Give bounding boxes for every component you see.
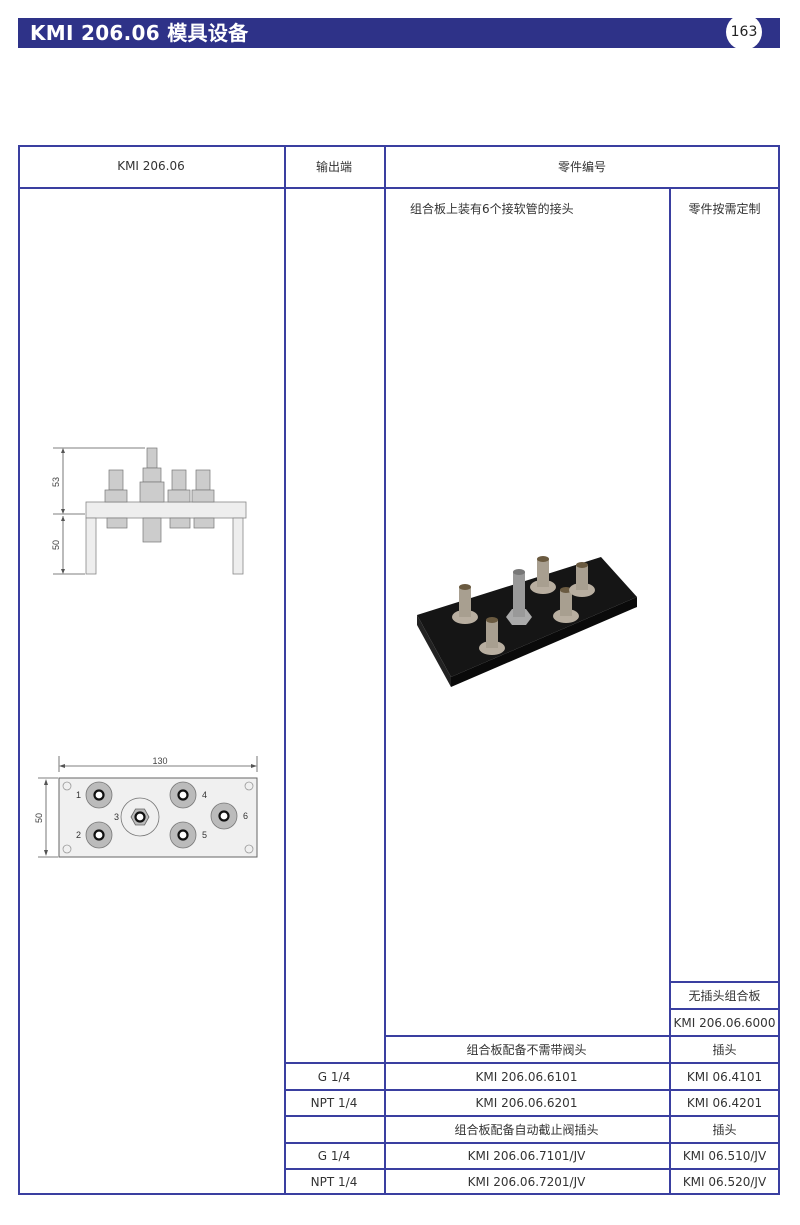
table-border-left [18, 145, 20, 1195]
svg-text:130: 130 [152, 756, 167, 766]
svg-text:3: 3 [114, 812, 119, 822]
svg-text:5: 5 [202, 830, 207, 840]
row-line [669, 981, 780, 983]
page-title: KMI 206.06 模具设备 [30, 21, 249, 45]
table-row-output: G 1/4 [317, 1149, 351, 1163]
header-row-divider [18, 187, 780, 189]
row-line [284, 1142, 780, 1144]
svg-text:2: 2 [76, 830, 81, 840]
svg-text:6: 6 [243, 811, 248, 821]
plate-without-plugs-part: KMI 206.06.6000 [673, 1015, 776, 1030]
page-number-badge: 163 [726, 14, 762, 50]
table-row-part: KMI 206.06.6101 [475, 1069, 578, 1084]
table-row-part: KMI 206.06.7201/JV [467, 1174, 586, 1189]
table-row-output: G 1/4 [317, 1069, 351, 1084]
table-row-plug: KMI 06.520/JV [682, 1174, 767, 1189]
table-row-part: KMI 206.06.7101/JV [467, 1149, 586, 1163]
section-no-valve-label: 组合板配备不需带阀头 [466, 1043, 587, 1057]
connector-5 [553, 587, 579, 623]
connector-6 [569, 562, 595, 597]
subheader-custom-parts: 零件按需定制 [688, 201, 761, 216]
plate-without-plugs-label: 无插头组合板 [688, 989, 761, 1003]
col-divider-1 [284, 145, 286, 1195]
col-header-model: KMI 206.06 [117, 159, 185, 173]
svg-text:50: 50 [51, 540, 61, 550]
connector-4 [530, 556, 556, 594]
row-line [384, 1035, 780, 1037]
row-line [284, 1089, 780, 1091]
connector-2 [479, 617, 505, 655]
connector-1 [452, 584, 478, 624]
svg-text:1: 1 [76, 790, 81, 800]
table-border-bottom [18, 1193, 780, 1195]
col-divider-3 [669, 187, 671, 1195]
table-border-top [18, 145, 780, 147]
table-row-output: NPT 1/4 [310, 1174, 358, 1189]
svg-text:53: 53 [51, 477, 61, 487]
section-no-valve-plug-label: 插头 [712, 1043, 737, 1057]
table-row-output: NPT 1/4 [310, 1096, 358, 1110]
col-header-part-number: 零件编号 [557, 159, 606, 174]
table-row-plug: KMI 06.4201 [686, 1096, 763, 1110]
col-divider-2 [384, 145, 386, 1195]
row-line [669, 1008, 780, 1010]
table-border-right [778, 145, 780, 1195]
table-row-plug: KMI 06.510/JV [682, 1149, 767, 1163]
connector-center [506, 569, 532, 625]
top-view-drawing: 130 50 1 2 3 4 5 6 [34, 756, 258, 858]
header-bar: KMI 206.06 模具设备 [18, 18, 780, 48]
product-photo [417, 556, 637, 687]
col-header-output: 输出端 [315, 159, 352, 174]
subheader-hose-connectors: 组合板上装有6个接软管的接头 [410, 201, 574, 216]
section-auto-shutoff-label: 组合板配备自动截止阀插头 [454, 1123, 599, 1137]
table-row-part: KMI 206.06.6201 [475, 1096, 578, 1110]
section-auto-shutoff-plug-label: 插头 [712, 1123, 737, 1137]
row-line [284, 1168, 780, 1170]
table-row-plug: KMI 06.4101 [686, 1069, 763, 1084]
product-table: KMI 206.06 输出端 零件编号 组合板上装有6个接软管的接头 零件按需定… [18, 145, 780, 1195]
svg-text:4: 4 [202, 790, 207, 800]
row-line [284, 1115, 780, 1117]
svg-text:50: 50 [34, 813, 44, 823]
row-line [284, 1062, 780, 1064]
side-view-drawing: 53 50 [51, 447, 247, 575]
